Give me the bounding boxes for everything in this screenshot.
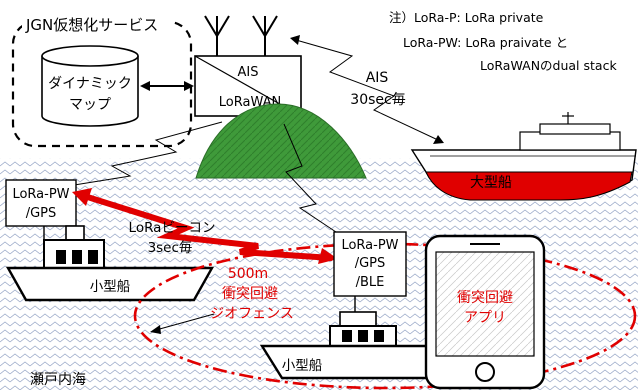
- mountain-icon: [195, 103, 367, 179]
- jgn-title-bg: [22, 14, 172, 34]
- app-label-line2: アプリ: [464, 310, 506, 326]
- database-icon: [41, 45, 139, 127]
- ais-link-label: AIS: [366, 70, 389, 86]
- smartphone-icon: [424, 234, 546, 390]
- beacon-arrowhead-left: [72, 188, 92, 206]
- beacon-interval: 3sec毎: [148, 240, 193, 256]
- geofence-pointer-arrow: [150, 313, 215, 334]
- left-device-line2: /GPS: [26, 206, 57, 221]
- left-device-box: [5, 179, 77, 227]
- sea-label: 瀬戸内海: [30, 372, 86, 388]
- beacon-arrowhead-right: [318, 248, 338, 264]
- lorawan-link-right-bolt: [283, 123, 337, 233]
- large-ship-label: 大型船: [470, 175, 512, 191]
- ais-link-bolt: [290, 35, 444, 144]
- geofence-line3: ジオフェンス: [210, 306, 294, 322]
- note-line3: LoRaWANのdual stack: [480, 58, 617, 73]
- left-small-ship-icon: [5, 225, 215, 302]
- large-ship-icon: [410, 112, 637, 201]
- lorawan-link-left-bolt: [67, 121, 223, 187]
- geofence-line1: 500m: [228, 266, 268, 282]
- right-device-line2: /GPS: [355, 256, 386, 271]
- beacon-label: LoRaビーコン: [129, 220, 216, 236]
- right-device-line3: /BLE: [356, 275, 385, 290]
- map-station-arrow: [140, 81, 194, 91]
- map-label-line1: ダイナミック: [48, 76, 132, 92]
- app-label-line1: 衝突回避: [457, 290, 513, 306]
- station-ais-label: AIS: [238, 65, 259, 80]
- jgn-title: JGN仮想化サービス: [25, 16, 158, 34]
- right-ship-label: 小型船: [282, 358, 323, 374]
- right-small-ship-icon: [259, 311, 473, 380]
- antenna-icon: [204, 15, 278, 56]
- ais-link-interval: 30sec毎: [350, 92, 405, 108]
- right-device-box: [333, 231, 407, 297]
- left-ship-label: 小型船: [90, 279, 131, 295]
- left-device-line1: LoRa-PW: [12, 187, 69, 202]
- note-line2: LoRa-PW: LoRa praivate と: [403, 35, 568, 50]
- lora-beacon-bolt: [77, 191, 333, 261]
- geofence-line2: 衝突回避: [222, 286, 278, 302]
- map-label-line2: マップ: [69, 97, 111, 113]
- note-line1: 注）LoRa-P: LoRa private: [389, 10, 544, 25]
- right-device-line1: LoRa-PW: [341, 238, 398, 253]
